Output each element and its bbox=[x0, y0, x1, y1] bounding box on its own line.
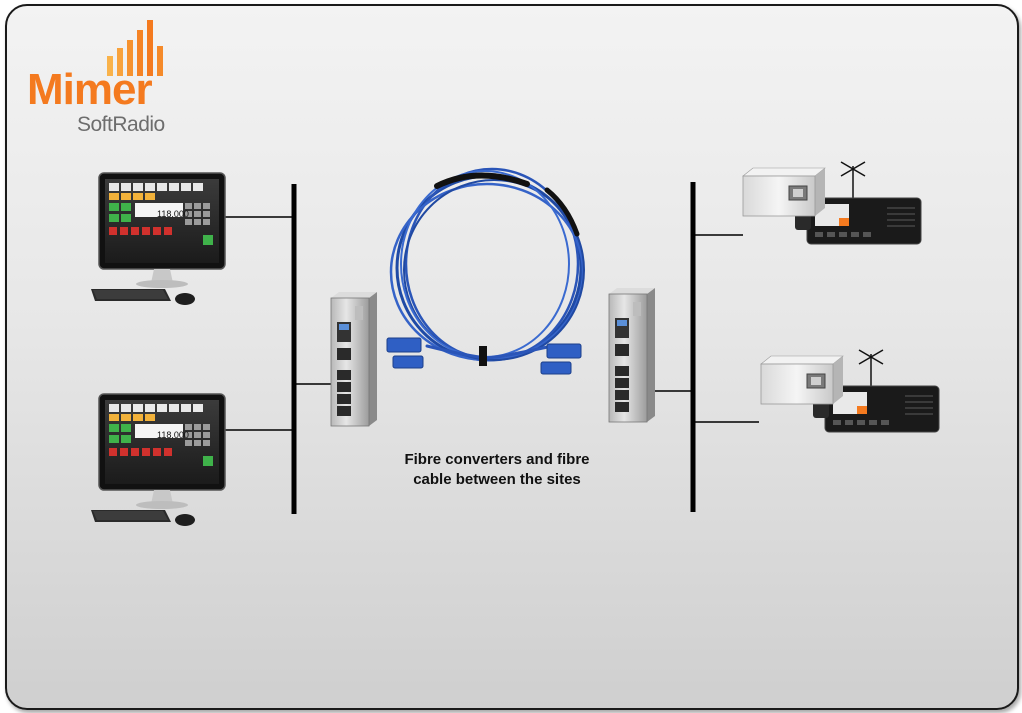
workstation-bottom bbox=[90, 393, 226, 527]
ws2-display-value: 118.000 bbox=[157, 430, 189, 440]
left-fibre-converter-icon bbox=[330, 291, 378, 427]
slide-frame: Mimer SoftRadio bbox=[5, 4, 1019, 710]
logo-name: Mimer bbox=[27, 65, 153, 114]
fibre-connectors bbox=[386, 337, 582, 375]
right-fibre-converter-icon bbox=[608, 287, 656, 423]
caption-line-1: Fibre converters and fibre bbox=[404, 451, 590, 468]
network-diagram: 118.000 118.000 bbox=[90, 161, 940, 527]
fibre-cable-icon bbox=[389, 167, 585, 362]
caption-line-2: cable between the sites bbox=[413, 471, 581, 488]
radio-set-bottom bbox=[760, 349, 940, 433]
workstation-top bbox=[90, 172, 226, 306]
monitor-icon bbox=[90, 172, 226, 306]
logo-subtitle: SoftRadio bbox=[77, 113, 165, 136]
signal-bars-icon bbox=[107, 20, 163, 76]
monitor-icon bbox=[90, 393, 226, 527]
diagram-caption: Fibre converters and fibre cable between… bbox=[367, 450, 627, 490]
ws1-display-value: 118.000 bbox=[157, 209, 189, 219]
mimer-softradio-logo: Mimer SoftRadio bbox=[27, 18, 177, 136]
radio-set-top bbox=[742, 161, 922, 245]
